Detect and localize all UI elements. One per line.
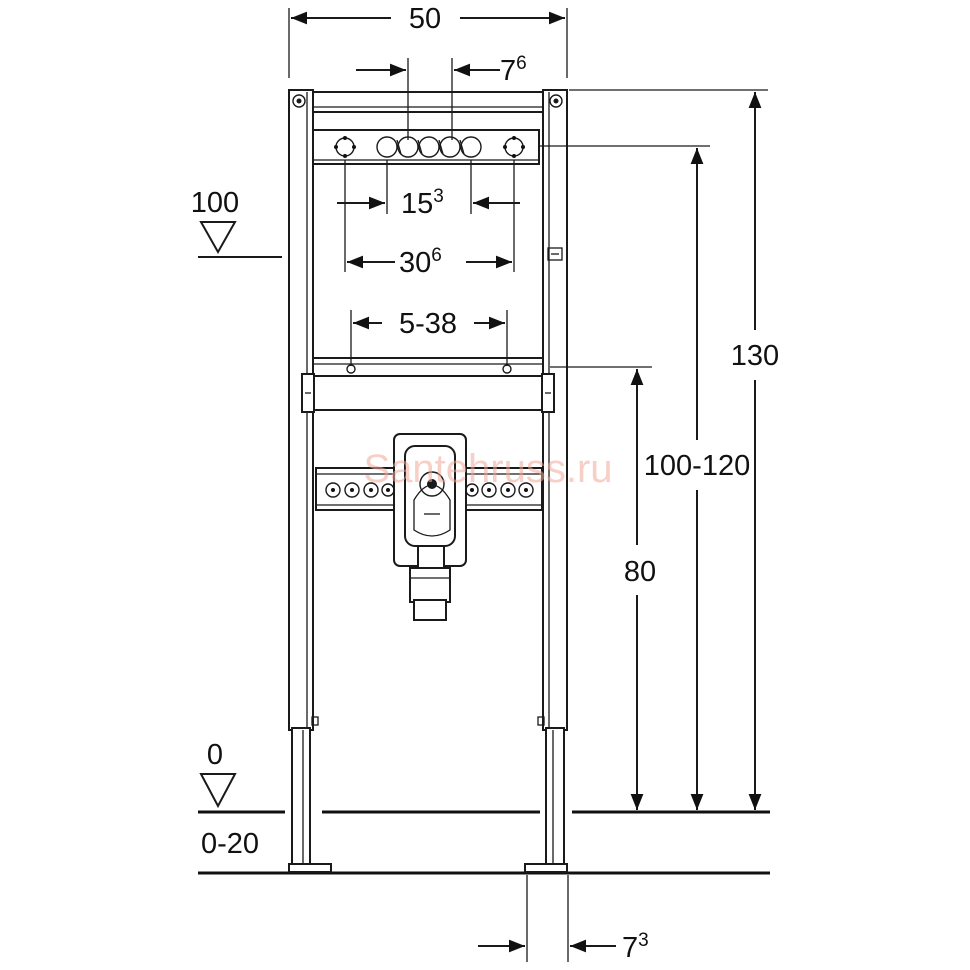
floor-lines — [198, 256, 770, 875]
label-side-hole-spacing: 153 — [401, 186, 444, 220]
level-marker-top — [199, 221, 237, 255]
drain-plate-holes-right — [465, 482, 534, 498]
label-level-top: 100 — [191, 187, 239, 219]
level-marker-zero — [199, 773, 237, 809]
label-crossbar-height-range: 100-120 — [644, 450, 750, 482]
dim-outer-hole-spacing — [344, 160, 515, 272]
dim-foot-depth — [478, 875, 616, 962]
label-floor-range: 0-20 — [201, 828, 259, 860]
dim-connection-spacing — [356, 58, 500, 140]
dim-frame-width — [288, 8, 568, 78]
hole-cluster-left — [334, 136, 356, 158]
hole-cluster-center — [376, 136, 482, 158]
label-drain-height: 80 — [624, 556, 656, 588]
dim-extension-lines — [540, 89, 768, 368]
hole-cluster-right — [503, 136, 525, 158]
siphon-box — [393, 433, 467, 621]
dim-crossbar-adjust — [350, 310, 508, 366]
label-connection-spacing: 76 — [500, 53, 527, 87]
label-outer-hole-spacing: 306 — [399, 245, 442, 279]
top-rail — [312, 91, 544, 113]
label-level-zero: 0 — [207, 739, 223, 771]
watermark: Santehruss.ru — [363, 447, 612, 491]
connection-plate — [312, 129, 540, 165]
adjustable-crossbar — [301, 357, 555, 413]
label-crossbar-adjust: 5-38 — [399, 308, 457, 340]
drain-plate-holes-left — [325, 482, 395, 498]
label-frame-width: 50 — [409, 3, 441, 35]
label-foot-depth: 73 — [622, 930, 649, 964]
label-total-height: 130 — [731, 340, 779, 372]
